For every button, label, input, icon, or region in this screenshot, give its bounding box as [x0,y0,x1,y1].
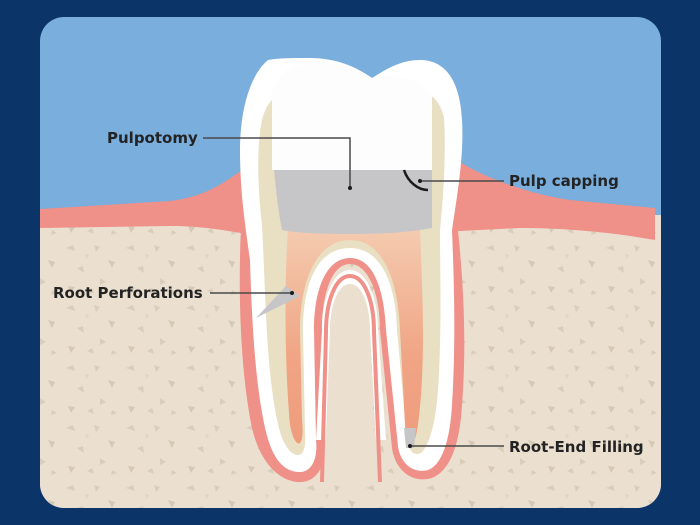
pulp-canals [285,228,423,444]
root-end-filling-mark [404,428,416,448]
pulpotomy-leader-dot [348,186,352,190]
root-perforations-leader-dot [290,291,294,295]
root-perforation-mark [256,286,300,318]
label-root-perforations: Root Perforations [53,284,203,302]
pulp-capping-mark [402,169,429,192]
pulpotomy-leader [203,137,351,187]
label-root-end-filling: Root-End Filling [509,438,644,456]
inter-root-bone [324,284,376,482]
canal-gap [316,270,386,440]
illustration-panel [40,17,661,508]
crown-top [272,63,432,170]
label-pulpotomy: Pulpotomy [107,129,198,147]
pulp-capping-leader-dot [418,179,422,183]
root-end-filling-leader-dot [408,444,412,448]
pulpotomy-filling [274,170,432,234]
leader-lines [203,137,504,448]
tooth-illustration [239,58,465,483]
inter-root-gum [320,273,382,483]
label-pulp-capping: Pulp capping [509,172,619,190]
